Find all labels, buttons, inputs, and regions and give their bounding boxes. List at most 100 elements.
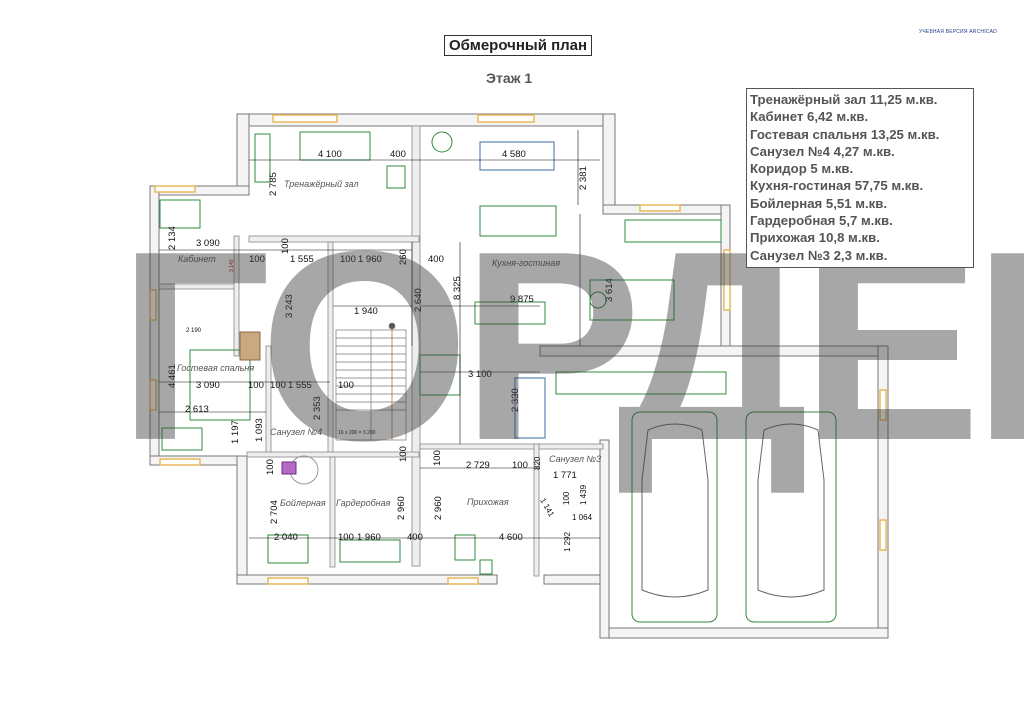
dimension-label: 820 xyxy=(533,456,542,470)
edu-version-label: УЧЕБНАЯ ВЕРСИЯ ARCHICAD xyxy=(919,29,997,35)
car-2 xyxy=(757,423,825,598)
room-labels: Тренажёрный зал Кабинет Гостевая спальня… xyxy=(177,179,601,508)
room-label-guest: Гостевая спальня xyxy=(177,363,254,373)
legend-item: Коридор 5 м.кв. xyxy=(750,161,854,177)
dimension-label: 100 xyxy=(432,450,443,466)
plan-shape xyxy=(149,379,157,411)
dimension-label: 1 555 xyxy=(288,380,312,391)
staircase xyxy=(335,322,407,441)
exterior-walls xyxy=(149,113,889,639)
wall-left xyxy=(149,185,160,465)
dimension-label: 4 461 xyxy=(167,364,178,388)
kitchen-table xyxy=(479,205,557,237)
kitchen-counter xyxy=(624,219,722,243)
dimension-label: 100 xyxy=(398,446,409,462)
plan-shape xyxy=(154,185,196,193)
dimension-label: 1 940 xyxy=(354,306,378,317)
kitchen-sofa xyxy=(479,141,555,171)
wall-bath3-left xyxy=(533,443,540,577)
dimension-labels: 4 100 400 4 580 2 381 2 785 2 134 3 090 … xyxy=(167,149,615,552)
wall-gym-bottom xyxy=(248,235,420,243)
legend-item: Санузел №3 2,3 м.кв. xyxy=(750,247,888,263)
plant-1 xyxy=(431,131,453,153)
wall-kitchen-left xyxy=(411,125,421,567)
dimension-label: 100 xyxy=(265,459,276,475)
dimension-label: 400 xyxy=(390,149,406,160)
office-desk xyxy=(159,199,201,229)
dimension-label: 100 xyxy=(338,532,354,543)
wall-kitchen-right-top xyxy=(602,113,616,213)
wall-office-bottom xyxy=(158,283,240,290)
dimension-label: 2 134 xyxy=(167,226,178,250)
dimension-label: 9 875 xyxy=(510,294,534,305)
plan-shape xyxy=(879,389,887,421)
guest-nightstand xyxy=(161,427,203,451)
garage-cars xyxy=(631,411,837,623)
plan-shape xyxy=(631,411,718,623)
dimension-label: 3 100 xyxy=(468,369,492,380)
dimension-label: 2 785 xyxy=(268,172,279,196)
legend-item: Прихожая 10,8 м.кв. xyxy=(750,230,880,246)
dimension-label: 2 960 xyxy=(396,496,407,520)
plan-shape xyxy=(272,114,338,123)
wall-stair-left xyxy=(327,241,334,453)
interior-walls xyxy=(158,125,604,577)
wardrobe-rack xyxy=(339,539,401,563)
dimension-label: 3 614 xyxy=(604,278,615,302)
dimension-label: 100 xyxy=(562,491,571,505)
legend-item: Гостевая спальня 13,25 м.кв. xyxy=(750,126,940,142)
room-label-bath3: Санузел №3 xyxy=(549,454,601,464)
dimension-label: 100 xyxy=(512,460,528,471)
plan-shape xyxy=(267,577,309,585)
wall-bottom-hall xyxy=(543,574,607,585)
dimension-label: 100 xyxy=(249,254,265,265)
wall-bath-left xyxy=(265,345,272,455)
dimension-label: 260 xyxy=(398,249,409,265)
dimension-label: 2 704 xyxy=(269,500,280,524)
dimension-label: 3 090 xyxy=(196,380,220,391)
dimension-label: 4 100 xyxy=(318,149,342,160)
plant-2 xyxy=(589,291,607,309)
wall-bottom-left xyxy=(236,574,498,585)
windows xyxy=(149,114,887,585)
dimension-label: 2 040 xyxy=(274,532,298,543)
dimension-label: 100 xyxy=(340,254,356,265)
room-label-wardrobe: Гардеробная xyxy=(336,498,391,508)
dimension-label: 1 555 xyxy=(290,254,314,265)
plan-shape xyxy=(447,577,479,585)
dimension-label: 1 197 xyxy=(230,420,241,444)
wall-gym-left xyxy=(236,113,250,193)
wall-office-right xyxy=(233,235,240,357)
guest-bed xyxy=(189,349,251,421)
floor-label: Этаж 1 xyxy=(486,70,533,86)
room-label-boiler: Бойлерная xyxy=(280,498,326,508)
room-label-hall: Прихожая xyxy=(467,497,509,507)
dimension-label: 4 600 xyxy=(499,532,523,543)
legend-item: Тренажёрный зал 11,25 м.кв. xyxy=(750,92,938,107)
boiler-unit xyxy=(267,534,309,564)
dimension-label: 3 090 xyxy=(196,238,220,249)
dimension-label: 2 640 xyxy=(413,288,424,312)
legend-item: Кабинет 6,42 м.кв. xyxy=(750,109,869,125)
dimension-label: 1 771 xyxy=(553,470,577,481)
dimension-label: 2 613 xyxy=(185,404,209,415)
hall-bench xyxy=(479,559,493,575)
wall-boiler-left xyxy=(236,455,248,585)
dimension-label: 1 064 xyxy=(572,513,593,522)
wall-hall-top xyxy=(419,443,541,450)
dimension-label: 2 381 xyxy=(578,166,589,190)
plan-shape xyxy=(149,289,157,321)
dimension-label: 2 190 xyxy=(186,328,202,334)
dimension-label: 100 xyxy=(280,238,291,254)
dimension-label: 2 729 xyxy=(466,460,490,471)
legend-item: Гардеробная 5,7 м.кв. xyxy=(750,213,893,229)
gym-machine xyxy=(254,133,271,183)
dimension-label: 100 xyxy=(338,380,354,391)
car-1 xyxy=(641,423,709,598)
wall-boiler-top xyxy=(246,451,420,458)
plan-shape xyxy=(159,458,201,466)
plan-shape xyxy=(723,249,731,311)
room-label-gym: Тренажёрный зал xyxy=(284,179,359,189)
hall-sofa xyxy=(514,377,546,439)
